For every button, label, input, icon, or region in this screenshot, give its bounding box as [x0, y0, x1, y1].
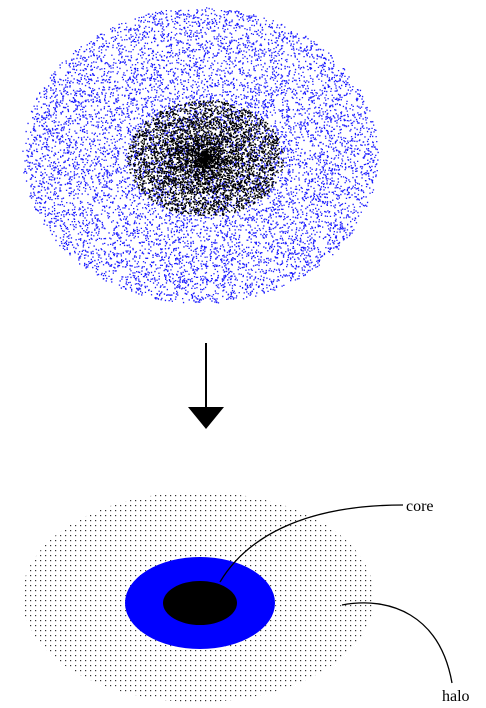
arrow-head: [188, 407, 224, 429]
core-label: core: [406, 498, 434, 515]
core-region: [163, 581, 237, 625]
halo-core-model: [22, 492, 374, 702]
particle-cloud: [22, 7, 379, 303]
halo-label: halo: [442, 688, 470, 705]
cloud-particles-core: [127, 100, 284, 216]
down-arrow-icon: [188, 343, 224, 429]
